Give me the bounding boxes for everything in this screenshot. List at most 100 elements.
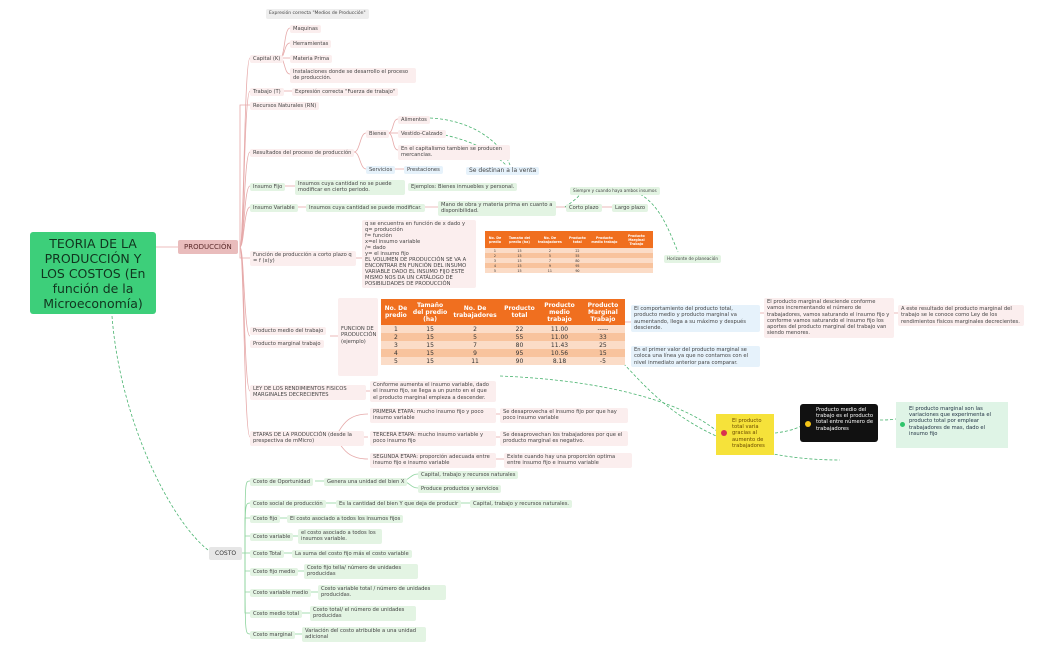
table-cell: 15 bbox=[410, 341, 450, 349]
table-cell: 11.43 bbox=[538, 341, 581, 349]
producto-medio-node[interactable]: Producto medio del trabajo bbox=[250, 327, 327, 336]
costo-item-def[interactable]: Es la cantidad del bien Y que deja de pr… bbox=[336, 500, 462, 509]
oportunidad-produce[interactable]: Produce productos y servicios bbox=[418, 485, 502, 494]
table-header-cell: Producto Marginal Trabajo bbox=[619, 231, 653, 248]
table-cell bbox=[619, 268, 653, 273]
table-header-cell: Producto total bbox=[500, 299, 539, 325]
funcion-ejemplo-node[interactable]: FUNCION DE PRODUCCIÓN (ejemplo) bbox=[338, 298, 378, 376]
etapa-tercera[interactable]: TERCERA ETAPA: mucho insumo variable y p… bbox=[370, 431, 496, 446]
resultados-node[interactable]: Resultados del proceso de producción bbox=[250, 149, 355, 158]
capital-item[interactable]: Maquinas bbox=[290, 25, 321, 34]
etapa-segunda[interactable]: SEGUNDA ETAPA: proporción adecuada entre… bbox=[370, 453, 496, 468]
sticky-text: Producto medio del trabajo es el product… bbox=[816, 407, 874, 432]
costo-item-def[interactable]: el costo asociado a todos los insumos va… bbox=[298, 529, 382, 544]
bullet-icon bbox=[721, 430, 727, 436]
capital-item[interactable]: Materia Prima bbox=[290, 55, 333, 64]
root-topic[interactable]: TEORIA DE LA PRODUCCIÓN Y LOS COSTOS (En… bbox=[30, 232, 156, 314]
insumo-fijo-ejemplo[interactable]: Ejemplos: Bienes inmuebles y personal. bbox=[408, 183, 518, 192]
etapas-node[interactable]: ETAPAS DE LA PRODUCCIÓN (desde la prespe… bbox=[250, 431, 364, 446]
ley-node[interactable]: LEY DE LOS RENDIMIENTOS FISICOS MARGINAL… bbox=[250, 385, 366, 400]
table-cell: 3 bbox=[381, 341, 411, 349]
table-cell: 1 bbox=[485, 248, 505, 253]
mano-obra-node[interactable]: Mano de obra y materia prima en cuanto a… bbox=[438, 201, 556, 216]
table-cell: 9 bbox=[534, 263, 566, 268]
bienes-item[interactable]: Vestido-Calzado bbox=[398, 130, 446, 139]
insumo-variable-def[interactable]: Insumos cuya cantidad se puede modificar… bbox=[306, 204, 425, 213]
costo-item-def[interactable]: Genera una unidad del bien X bbox=[324, 478, 408, 487]
table-cell: 15 bbox=[410, 325, 450, 333]
table-cell: 15 bbox=[504, 263, 534, 268]
costo-item-def[interactable]: Costo fijo tella/ número de unidades pro… bbox=[304, 564, 418, 579]
costo-branch[interactable]: COSTO bbox=[209, 547, 243, 560]
costo-item-name[interactable]: Costo fijo medio bbox=[250, 568, 299, 577]
corto-plazo[interactable]: Corto plazo bbox=[566, 204, 602, 213]
prestaciones-node[interactable]: Prestaciones bbox=[404, 166, 443, 175]
costo-item-def[interactable]: Variación del costo atribuible a una uni… bbox=[302, 627, 426, 642]
costo-item-def[interactable]: El costo asociado a todos los insumos fi… bbox=[287, 515, 404, 524]
sticky-producto-medio[interactable]: Producto medio del trabajo es el product… bbox=[800, 404, 878, 442]
etapa-primera-resultado[interactable]: Se desaprovecha el insumo fijo por que h… bbox=[500, 408, 628, 423]
etapa-segunda-resultado[interactable]: Existe cuando hay una proporción optima … bbox=[504, 453, 632, 468]
bienes-item[interactable]: En el capitalismo tambien se producen me… bbox=[398, 145, 510, 160]
table-cell: 2 bbox=[534, 248, 566, 253]
table-cell: 15 bbox=[580, 349, 625, 357]
etapa-tercera-resultado[interactable]: Se desaprovechan los trabajadores por qu… bbox=[500, 431, 628, 446]
table-cell: 5 bbox=[485, 268, 505, 273]
capital-item[interactable]: Herramientas bbox=[290, 40, 332, 49]
costo-item-name[interactable]: Costo medio total bbox=[250, 610, 303, 619]
costo-item-name[interactable]: Costo social de producción bbox=[250, 500, 326, 509]
insumo-fijo-def[interactable]: Insumos cuya cantidad no se puede modifi… bbox=[295, 180, 405, 195]
bienes-item[interactable]: Alimentos bbox=[398, 116, 430, 125]
table-header-cell: No. De trabajadores bbox=[534, 231, 566, 248]
costo-item-def[interactable]: Costo variable total / número de unidade… bbox=[318, 585, 446, 600]
table-cell: -5 bbox=[580, 357, 625, 365]
table-cell: 1 bbox=[381, 325, 411, 333]
table-cell: 15 bbox=[504, 268, 534, 273]
capital-item[interactable]: Instalaciones donde se desarrollo el pro… bbox=[290, 68, 416, 83]
primer-valor-note[interactable]: En el primer valor del producto marginal… bbox=[631, 346, 760, 367]
costo-item-name[interactable]: Costo fijo bbox=[250, 515, 281, 524]
ley-nombre-note[interactable]: A este resultado del producto marginal d… bbox=[898, 305, 1024, 326]
comportamiento-note[interactable]: El comportamiento del producto total, pr… bbox=[631, 305, 760, 333]
trabajo-note[interactable]: Expresión correcta "Fuerza de trabajo" bbox=[292, 88, 399, 97]
capital-node[interactable]: Capital (K) bbox=[250, 55, 284, 64]
costo-item-def[interactable]: Costo total/ el número de unidades produ… bbox=[310, 606, 416, 621]
costo-item-name[interactable]: Costo Total bbox=[250, 550, 285, 559]
social-capital[interactable]: Capital, trabajo y recursos naturales. bbox=[470, 500, 573, 509]
costo-item-name[interactable]: Costo variable bbox=[250, 533, 294, 542]
servicios-node[interactable]: Servicios bbox=[366, 166, 396, 175]
marginal-desciende-note[interactable]: El producto marginal desciende conforme … bbox=[764, 298, 894, 338]
costo-item-name[interactable]: Costo de Oportunidad bbox=[250, 478, 313, 487]
oportunidad-capital[interactable]: Capital, trabajo y recursos naturales bbox=[418, 471, 519, 480]
funcion-node[interactable]: Función de producción a corto plazo q = … bbox=[250, 251, 356, 266]
recursos-node[interactable]: Recursos Naturales (RN) bbox=[250, 102, 320, 111]
table-cell: 8.18 bbox=[538, 357, 581, 365]
table-cell: 9 bbox=[449, 349, 501, 357]
table-cell: 4 bbox=[485, 263, 505, 268]
costo-item-def[interactable]: La suma del costo fijo más el costo vari… bbox=[292, 550, 412, 559]
largo-plazo[interactable]: Largo plazo bbox=[612, 204, 649, 213]
table-header-cell: Producto Marginal Trabajo bbox=[580, 299, 625, 325]
costo-item-name[interactable]: Costo variable medio bbox=[250, 589, 312, 598]
costo-item-name[interactable]: Costo marginal bbox=[250, 631, 296, 640]
sticky-producto-marginal[interactable]: El producto marginal son las variaciones… bbox=[896, 402, 1008, 448]
etapa-primera[interactable]: PRIMERA ETAPA: mucho insumo fijo y poco … bbox=[370, 408, 496, 423]
trabajo-node[interactable]: Trabajo (T) bbox=[250, 88, 284, 97]
sticky-text: El producto marginal son las variaciones… bbox=[909, 406, 991, 437]
producto-marginal-node[interactable]: Producto marginal trabajo bbox=[250, 340, 324, 349]
sticky-producto-total[interactable]: El producto total varia gracias al aumen… bbox=[716, 414, 774, 455]
ley-description[interactable]: Conforme aumenta el insumo variable, dad… bbox=[370, 381, 496, 402]
insumo-variable-node[interactable]: Insumo Variable bbox=[250, 204, 298, 213]
bienes-node[interactable]: Bienes bbox=[366, 130, 390, 139]
venta-note[interactable]: Se destinan a la venta bbox=[466, 167, 540, 176]
funcion-description[interactable]: q se encuentra en función de x dado y q=… bbox=[362, 220, 476, 288]
produccion-branch[interactable]: PRODUCCIÓN bbox=[178, 240, 238, 254]
table-cell: ----- bbox=[580, 325, 625, 333]
insumo-fijo-node[interactable]: Insumo Fijo bbox=[250, 183, 286, 192]
